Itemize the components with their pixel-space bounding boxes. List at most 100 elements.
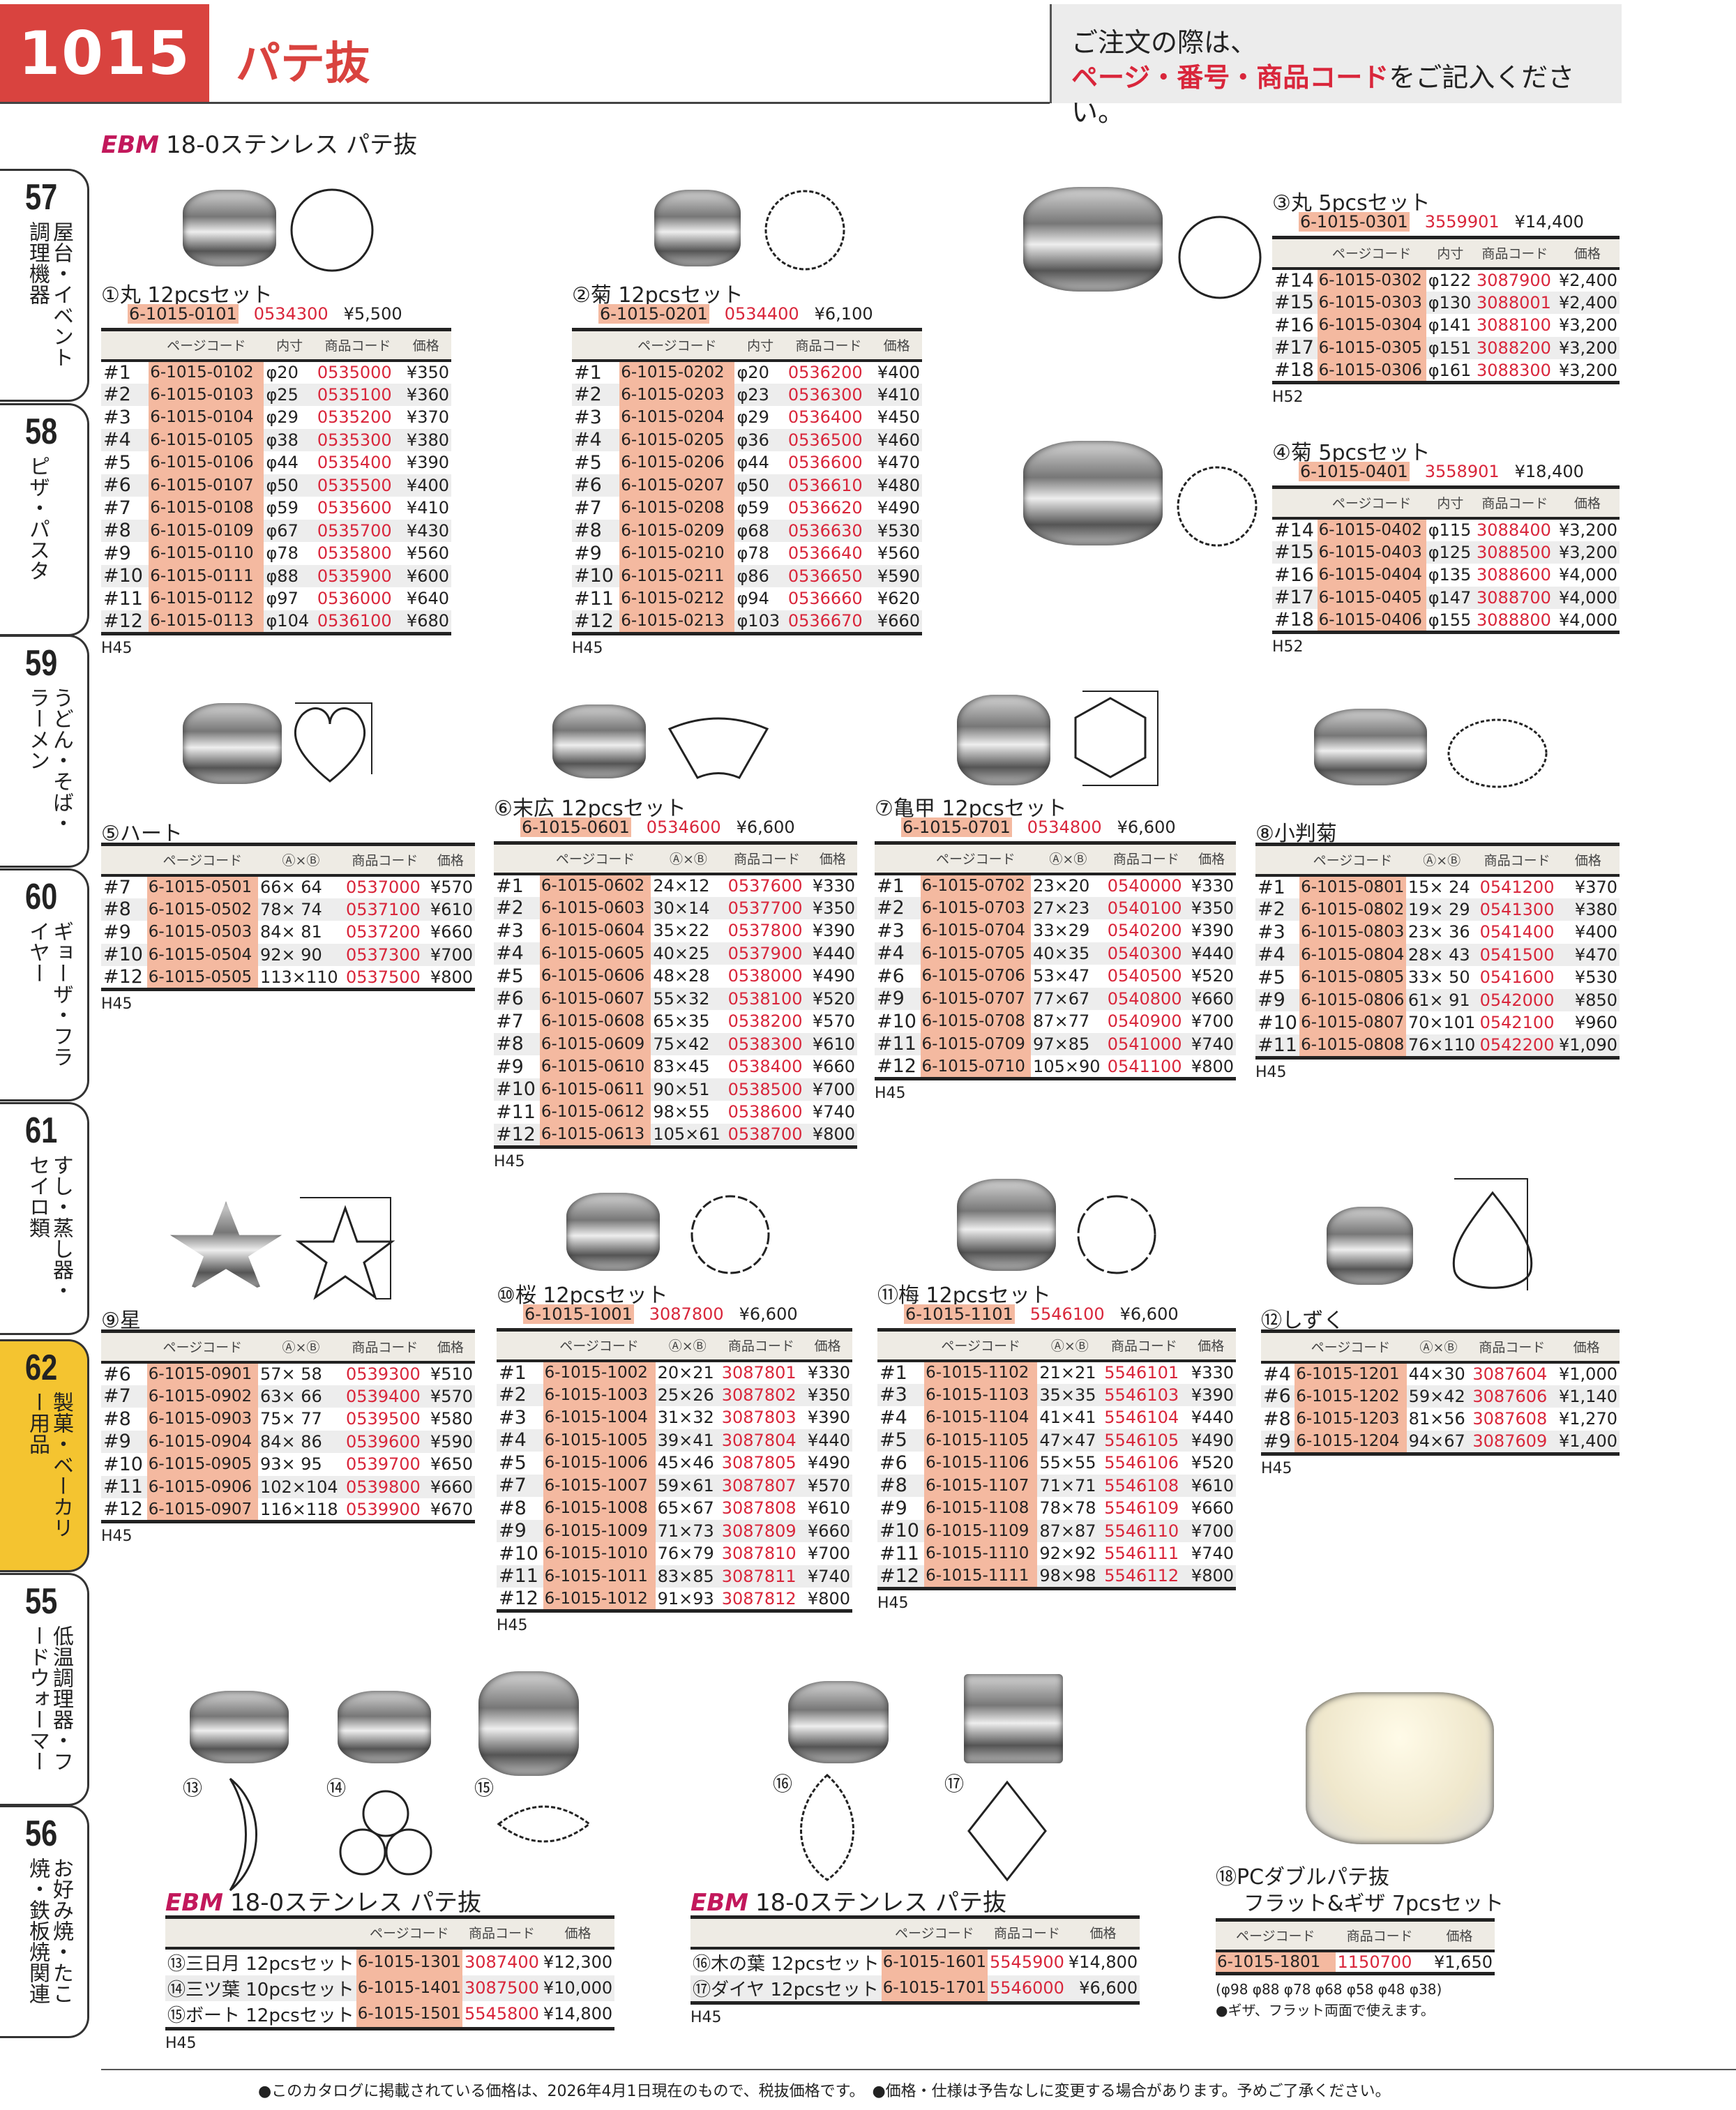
- cell-price: ¥610: [808, 1032, 857, 1055]
- product-title: ⑪梅 12pcsセット: [877, 1283, 1051, 1308]
- cell-code: 0536650: [785, 564, 872, 587]
- cell-code: 5546109: [1104, 1498, 1179, 1519]
- column-header: [101, 844, 147, 877]
- circle-outline-icon: [290, 188, 374, 272]
- column-header: Ⓐ×Ⓑ: [1031, 843, 1105, 875]
- brand-logo: EBM: [690, 1889, 748, 1917]
- column-header: [101, 1331, 147, 1364]
- height-note: H45: [497, 1617, 528, 1634]
- product-title: ⑨星: [101, 1309, 141, 1333]
- set-price: ¥6,600: [739, 1304, 798, 1324]
- cell-pc: 6-1015-1202: [1295, 1385, 1407, 1408]
- cell-code: 0540000: [1107, 876, 1182, 896]
- cell-no: #4: [101, 428, 149, 451]
- cell-pc: 6-1015-0805: [1299, 966, 1406, 989]
- cell-size: 33× 50: [1407, 967, 1470, 988]
- cell-code: 0538500: [725, 1078, 808, 1101]
- cell-no: #14: [1274, 269, 1314, 292]
- set-page-code: 6-1015-1101: [904, 1304, 1015, 1324]
- cell-no: #2: [1255, 898, 1300, 921]
- product-photo-chrysanthemum: [654, 190, 741, 266]
- cell-no: #11: [880, 1542, 919, 1565]
- cell-no: #11: [1255, 1034, 1300, 1057]
- cell-price: ¥350: [406, 363, 449, 382]
- cell-pc: 6-1015-1106: [924, 1452, 1038, 1475]
- boat-outline-icon: [497, 1805, 591, 1843]
- cell-pc: 6-1015-1204: [1295, 1430, 1407, 1454]
- cell-no: #9: [875, 987, 921, 1010]
- cell-price: ¥1,270: [1559, 1409, 1617, 1429]
- cell-label: ⑯木の葉 12pcsセット: [693, 1953, 880, 1975]
- scalloped-circle-outline-icon: [1177, 466, 1258, 547]
- cell-no: #10: [877, 1010, 916, 1032]
- cell-size: 31×32: [657, 1408, 714, 1428]
- cell-no: #12: [877, 1565, 925, 1588]
- cell-no: #9: [103, 542, 131, 564]
- brand-logo: EBM: [101, 131, 159, 159]
- cell-size: φ151: [1426, 336, 1475, 359]
- cell-pc: 6-1015-0705: [920, 942, 1032, 965]
- cell-price: ¥4,000: [1559, 610, 1617, 630]
- cell-price: ¥660: [812, 1057, 855, 1077]
- drop-outline-icon: [1452, 1178, 1533, 1290]
- trefoil-outline-icon: [339, 1790, 432, 1876]
- product-title: ①丸 12pcsセット: [101, 283, 273, 308]
- product-photo-round-5: [1023, 187, 1163, 292]
- cell-pc: 6-1015-0210: [619, 542, 735, 565]
- cell-size: 83×85: [655, 1565, 720, 1588]
- cell-pc: 6-1015-0802: [1299, 898, 1406, 921]
- cell-size: φ50: [264, 474, 315, 497]
- cell-price: ¥590: [871, 564, 922, 587]
- cell-no: #9: [496, 1055, 524, 1078]
- cell-size: 45×46: [657, 1453, 714, 1473]
- cell-size: 27×23: [1031, 896, 1105, 919]
- cell-price: ¥6,600: [1066, 1975, 1140, 2003]
- cell-code: 0542000: [1477, 988, 1557, 1011]
- height-note: H45: [101, 639, 133, 657]
- cell-size: φ44: [266, 453, 299, 473]
- cell-pc: 6-1015-0709: [920, 1032, 1032, 1055]
- cell-price: ¥800: [807, 1588, 850, 1608]
- cell-label: ⑰ダイヤ 12pcsセット: [690, 1975, 882, 2003]
- cell-code: 3088800: [1477, 610, 1551, 630]
- cell-no: #7: [103, 876, 131, 898]
- cell-code: 0541500: [1477, 943, 1557, 966]
- product-title: ⑱PCダブルパテ抜: [1216, 1865, 1390, 1890]
- cell-no: #5: [103, 451, 131, 474]
- cell-price: ¥330: [1191, 1363, 1234, 1382]
- cell-size: φ122: [1428, 271, 1472, 290]
- cell-no: #8: [101, 898, 147, 921]
- cell-pc: 6-1015-0109: [149, 519, 264, 542]
- cell-size: φ135: [1428, 565, 1472, 585]
- cell-code: 0537600: [727, 876, 803, 896]
- cell-pc: 6-1015-1005: [543, 1429, 656, 1452]
- cell-pc: 6-1015-0611: [539, 1078, 651, 1101]
- cell-size: 81×56: [1408, 1409, 1465, 1429]
